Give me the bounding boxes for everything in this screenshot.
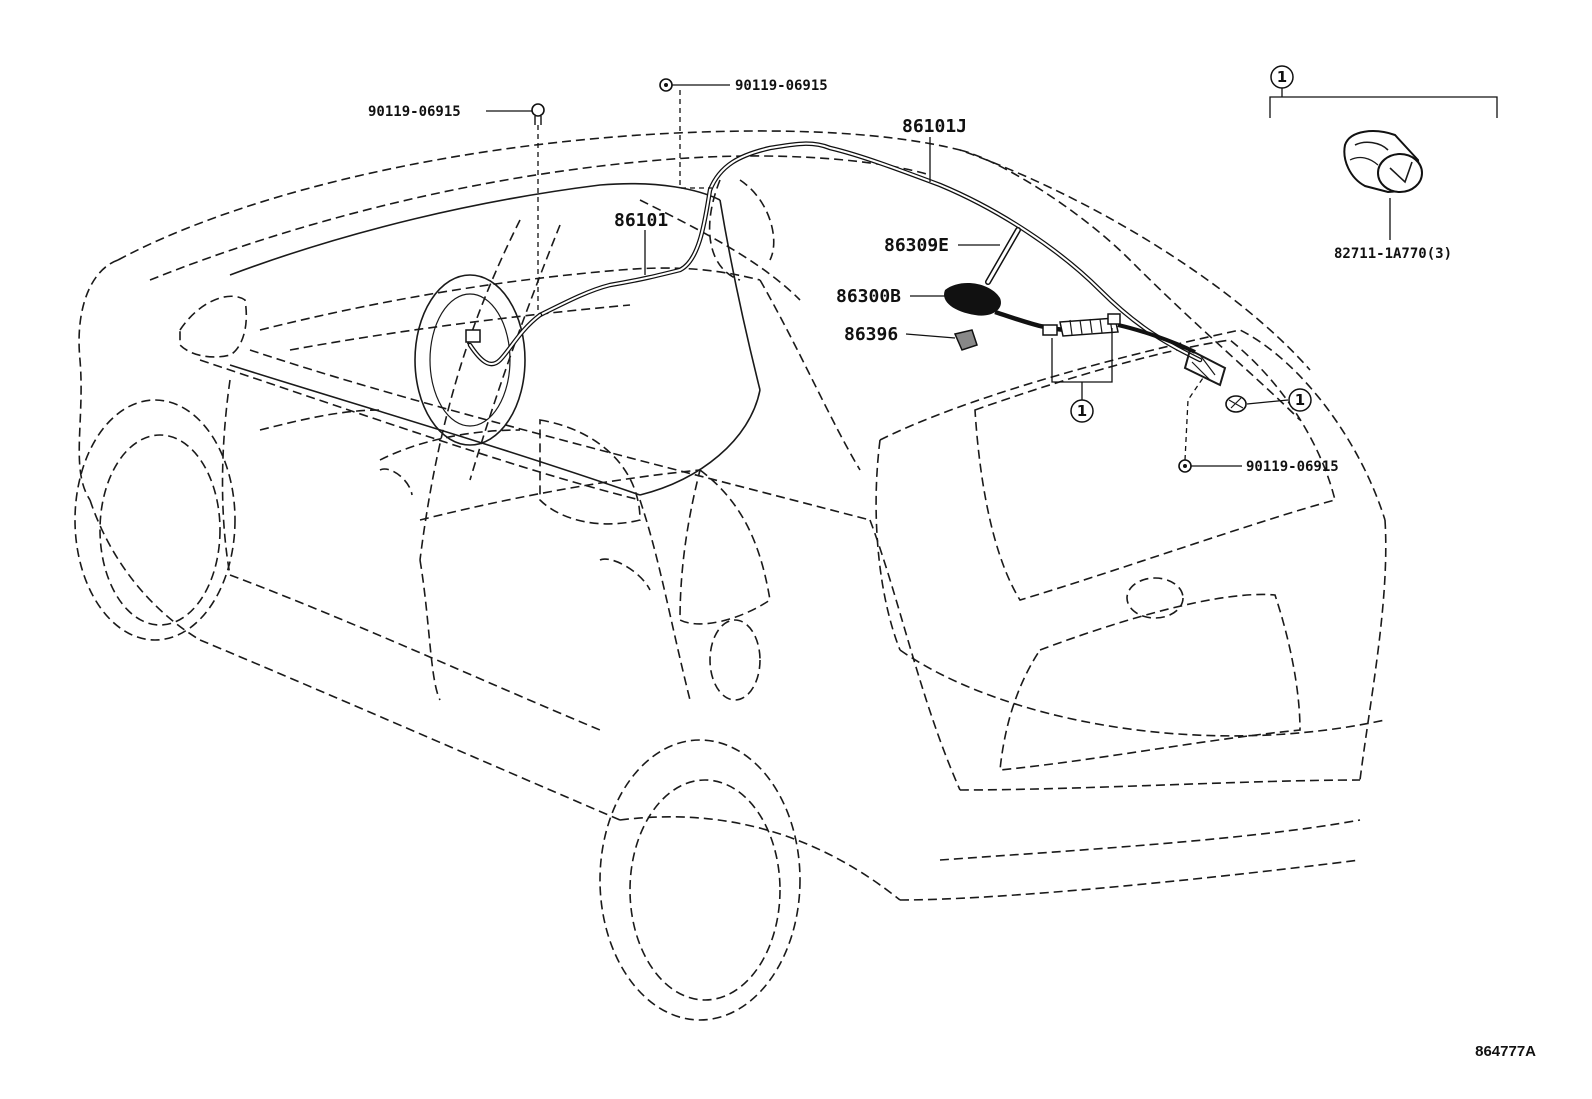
antenna-harness-cable	[465, 141, 1227, 387]
label-bolt-top: 90119-06915	[735, 78, 828, 94]
figure-number: 864777A	[1475, 1043, 1536, 1060]
label-harness-roof: 86101J	[902, 116, 967, 137]
svg-text:1: 1	[1077, 402, 1087, 420]
label-antenna-cover: 86396	[844, 324, 898, 345]
label-bolt-right: 90119-06915	[1246, 459, 1339, 475]
car-body-outline	[78, 130, 1387, 901]
callout-marker: 1	[1070, 399, 1094, 423]
antenna-base-assembly	[944, 227, 1196, 354]
bolt-icon	[1178, 459, 1192, 473]
svg-text:1: 1	[1295, 391, 1305, 409]
rear-wheel	[599, 739, 801, 1021]
bolt-icon	[531, 103, 545, 125]
label-antenna-base: 86300B	[836, 286, 901, 307]
label-bolt-left: 90119-06915	[368, 104, 461, 120]
antenna-cover-part	[953, 329, 978, 351]
svg-text:1: 1	[1277, 68, 1287, 86]
bolt-icon	[659, 78, 673, 92]
leader-lines	[486, 84, 1498, 467]
label-harness-pillar: 86101	[614, 210, 668, 231]
callout-marker: 1	[1288, 388, 1312, 412]
label-antenna-rod: 86309E	[884, 235, 949, 256]
clip-icon	[1225, 395, 1247, 413]
front-wheel	[74, 399, 236, 641]
label-clip-part: 82711-1A770(3)	[1334, 246, 1452, 262]
windshield-frame	[229, 182, 761, 496]
steering-wheel	[414, 274, 526, 446]
clip-detail-icon	[1343, 130, 1423, 194]
callout-marker: 1	[1270, 65, 1294, 89]
